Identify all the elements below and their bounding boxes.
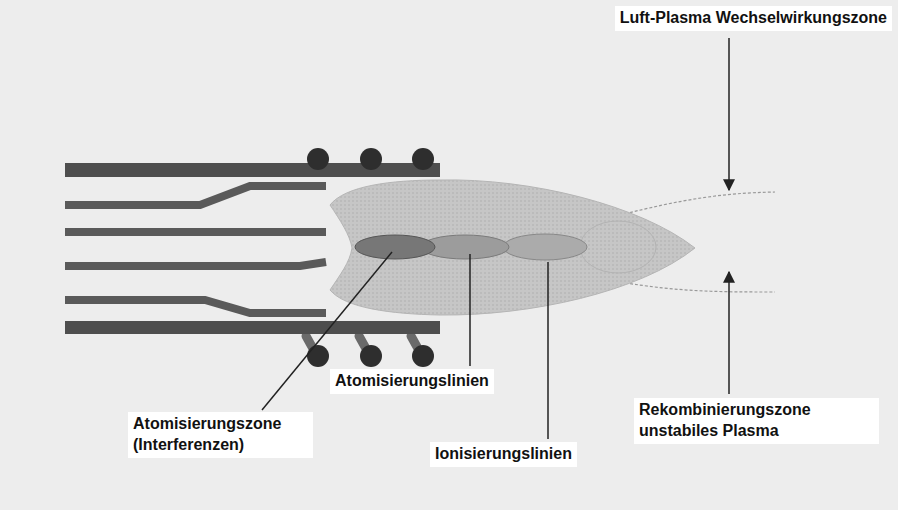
callout-label: Luft-Plasma Wechselwirkungszone <box>615 6 892 31</box>
plasma <box>330 180 695 315</box>
leader-lines <box>262 38 729 439</box>
ionization-zone <box>503 234 587 260</box>
outer-tube-wall <box>65 163 440 177</box>
outer-zone <box>580 221 656 273</box>
inner-tubes <box>65 186 326 313</box>
callout-label: Atomisierungslinien <box>330 369 494 394</box>
callout-label: Atomisierungszone (Interferenzen) <box>128 412 313 458</box>
outer-tube-wall <box>65 321 440 334</box>
callout-label: Ionisierungslinien <box>430 442 577 467</box>
atomization-zone <box>355 235 435 259</box>
callout-label: Rekombinierungszone unstabiles Plasma <box>634 398 879 444</box>
